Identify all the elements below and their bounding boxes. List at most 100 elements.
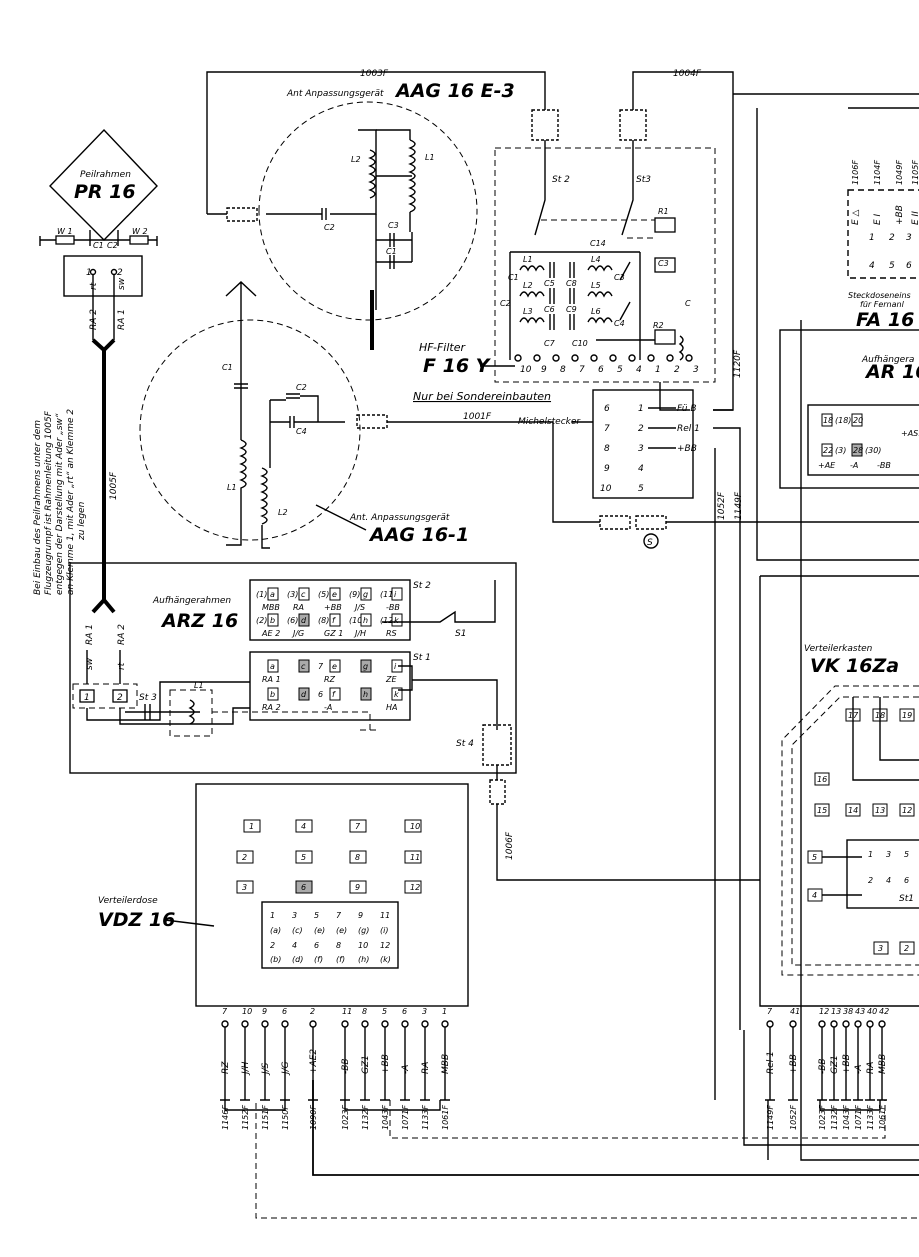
ar16-label-bb: -BB — [877, 461, 891, 470]
vdz16-inner-bot-key-3: (f) — [336, 955, 345, 964]
arz16-st2-r2-pin-3 — [360, 613, 372, 627]
vdz16-inner-top-key-3: (e) — [336, 926, 347, 935]
f16y-st3: St3 — [636, 175, 651, 185]
arz16-st2-r2-pin-2 — [329, 613, 341, 627]
f16y-pin-1: 1 — [655, 365, 661, 375]
wire-label-1106f: 1106F — [851, 160, 860, 185]
vk16-inner-1: 1 — [868, 850, 873, 859]
aag161-c4: C4 — [296, 427, 307, 436]
wire-label-1003f: 1003F — [360, 69, 389, 79]
fa16-sig-ei: E I — [873, 213, 883, 225]
arz16-st2-r2-key-1: d — [301, 616, 307, 625]
arz16-st3: St 3 — [139, 693, 157, 703]
arz16-st2-r1-pin-2 — [329, 587, 341, 601]
aag16e3-l2: L2 — [351, 155, 361, 164]
vk16-term-pin-dot-2 — [818, 1020, 826, 1028]
vdz16-box-label-7: 7 — [355, 822, 361, 831]
f16y-c9: C9 — [566, 305, 577, 314]
pr16-rt: rt — [89, 282, 99, 290]
fa16-title: Steckdoseneins — [848, 291, 911, 300]
vdz16-inner-top-2: 5 — [314, 911, 319, 920]
arz16-st1-r1-sig-4: ZE — [385, 675, 397, 684]
vdz16-inner-top-key-4: (g) — [358, 926, 369, 935]
vk16-term-wire-7: 1061F — [878, 1105, 887, 1130]
ar16-cell-22: 22 — [823, 446, 833, 455]
vdz16-inner-top-key-2: (e) — [314, 926, 325, 935]
arz16-sw: sw — [85, 657, 95, 670]
vk16-term-lead-5 — [853, 1027, 863, 1101]
fa16-name: FA 16 / I — [856, 309, 919, 331]
fa16-sig-ea: E △ — [851, 209, 861, 225]
vdz16-box-label-11: 11 — [410, 853, 420, 862]
f16y-l5: L5 — [591, 281, 601, 290]
vk16-inner-3: 3 — [886, 850, 891, 859]
arz16-st2: St 2 — [413, 581, 431, 591]
vdz16-inner-top-key-5: (i) — [380, 926, 388, 935]
vk16-term-wire-4: 1043F — [842, 1105, 851, 1130]
vk16-term-sig-2: -BB — [818, 1058, 828, 1074]
vdz16-inner-bot-3: 8 — [336, 941, 341, 950]
vk16-term-sig-3: GZ1 — [830, 1055, 840, 1074]
arz16-st2-r2-num-2: (8) — [318, 616, 329, 625]
arz16-st2-r1-pin-1 — [298, 587, 310, 601]
vdz16-term-lead-7 — [380, 1027, 390, 1101]
fa16-pin-5: 5 — [889, 261, 895, 271]
vdz16-term-wire-8: 1071F — [401, 1105, 410, 1130]
arz16-st1-r2-key-2: f — [332, 690, 336, 699]
f16y-c14: C14 — [590, 239, 606, 248]
arz16-st1-r2-pin-1 — [298, 687, 310, 701]
vk16-term-pin-7: 42 — [879, 1007, 889, 1016]
pr16-c1: C1 — [93, 241, 104, 250]
vk16-term-lead-3 — [829, 1027, 839, 1101]
vk16-term-wire-1: 1052F — [789, 1105, 798, 1130]
vdz16-term-pin-dot-6 — [361, 1020, 369, 1028]
wire-label-1105f: 1105F — [911, 160, 919, 185]
vdz16-term-wire-1: 1152F — [241, 1105, 250, 1130]
vdz16-term-lead-8 — [400, 1027, 410, 1101]
vdz16-box-12 — [404, 880, 422, 894]
vdz16-term-wire-6: 1132F — [361, 1105, 370, 1130]
arz16-st2-r1-pin-4 — [391, 587, 403, 601]
vk16-term-sig-6: RA — [866, 1062, 876, 1074]
f16y-c2: C2 — [500, 299, 511, 308]
f16y-l2: L2 — [523, 281, 533, 290]
michel-title: Michelstecker — [518, 417, 581, 427]
arz16-st2-r1-num-1: (3) — [287, 590, 298, 599]
arz16-mount-frame: Aufhängerahmen ARZ 16 St 2 St 1 (1)aMBB(… — [69, 562, 517, 780]
f16y-c: C — [685, 299, 691, 308]
arz16-st1-r2-key-0: b — [270, 690, 275, 699]
vdz16-term-pin-dot-1 — [241, 1020, 249, 1028]
arz16-terminal-2: 2 — [117, 693, 123, 703]
ar16-cell-20: 20 — [853, 416, 863, 425]
vdz16-term-pin-dot-3 — [281, 1020, 289, 1028]
aag161-antenna-matcher: C1 L1 L2 C2 C4 Ant. Anpassungsgerät AAG … — [139, 281, 600, 549]
vk16-term-pin-6: 40 — [867, 1007, 877, 1016]
vdz16-term-sig-3: J/G — [281, 1061, 291, 1076]
michel-pin-7: 7 — [604, 424, 610, 434]
arz16-st2-r1-sig-4: -BB — [386, 603, 400, 612]
f16y-pin-2: 2 — [674, 365, 680, 375]
f16y-l4: L4 — [591, 255, 601, 264]
pr16-sw: sw — [117, 277, 127, 290]
aag16e3-title: Ant Anpassungsgerät — [286, 89, 384, 99]
michel-pin-1: 1 — [638, 404, 644, 414]
vk16-term-sig-4: +BB — [842, 1054, 852, 1074]
michel-pin-6: 6 — [604, 404, 610, 414]
arz16-ra2: RA 2 — [117, 624, 127, 645]
arz16-st2-r1-key-2: e — [332, 590, 337, 599]
vk16-box-15: 15 — [817, 806, 827, 815]
arz16-name: ARZ 16 — [160, 610, 238, 632]
vk16-term-pin-dot-0 — [766, 1020, 774, 1028]
vk16-term-pin-dot-4 — [842, 1020, 850, 1028]
vk16-box-12: 12 — [902, 806, 912, 815]
ar16-label-as1: +AS1 — [901, 429, 919, 438]
arz16-st2-r2-pin-4 — [391, 613, 403, 627]
michel-signal-rel1: Rel 1 — [677, 424, 700, 434]
vdz16-term-lead-2 — [260, 1027, 270, 1101]
vk16-term-pin-2: 12 — [819, 1007, 829, 1016]
f16y-pins: 10 9 8 7 6 5 4 1 2 3 — [514, 354, 699, 375]
vdz16-term-wire-2: 1151F — [261, 1105, 270, 1130]
